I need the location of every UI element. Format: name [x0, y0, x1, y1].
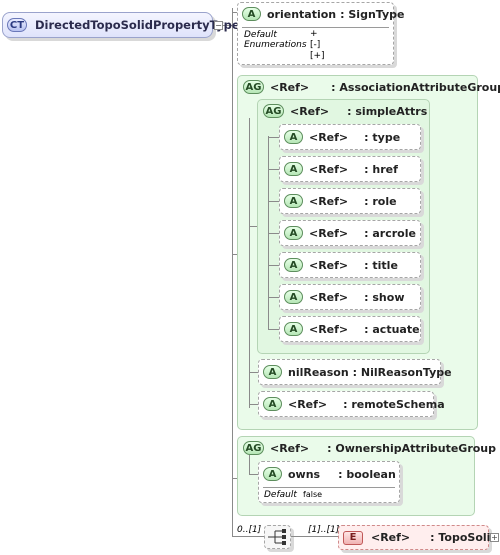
sequence-cardinality: 0..[1] [237, 525, 262, 535]
connector-tick [249, 404, 258, 405]
attribute-group-badge-icon: AG [243, 441, 264, 455]
facet-label-default: Default [244, 30, 277, 40]
connector-simple-spine [268, 136, 269, 329]
nil-reason-type: : NilReasonType [352, 365, 452, 379]
ownership-group-type: : OwnershipAttributeGroup [327, 441, 497, 455]
attribute-badge-icon: A [284, 226, 303, 240]
connector-tick [268, 329, 279, 330]
attribute-role[interactable]: A <Ref> : role [279, 188, 421, 214]
association-group-ref: <Ref> [270, 80, 310, 94]
attribute-badge-icon: A [284, 130, 303, 144]
orientation-attribute[interactable]: A orientation : SignType Default + Enume… [237, 2, 405, 65]
connector-spine [232, 8, 233, 536]
attribute-badge-icon: A [263, 467, 282, 481]
attribute-arcrole[interactable]: A <Ref> : arcrole [279, 220, 421, 246]
connector-tick [268, 297, 279, 298]
nil-reason-attribute[interactable]: A nilReason : NilReasonType [258, 359, 452, 385]
attribute-type-label: : type [364, 130, 401, 144]
owns-name: owns [288, 467, 321, 481]
element-type: : TopoSolid [430, 531, 499, 544]
attribute-badge-icon: A [284, 290, 303, 304]
orientation-name: orientation [267, 7, 337, 21]
remote-schema-type: : remoteSchema [343, 397, 445, 411]
facet-value-default: false [303, 490, 323, 499]
attribute-ref: <Ref> [309, 258, 349, 272]
attribute-title[interactable]: A <Ref> : title [279, 252, 421, 278]
attribute-type-label: : actuate [364, 322, 420, 336]
remote-schema-ref: <Ref> [288, 397, 328, 411]
attribute-ref: <Ref> [309, 290, 349, 304]
attribute-type-label: : role [364, 194, 397, 208]
connector-ownership-spine [249, 455, 250, 474]
complex-type-node[interactable]: CT DirectedTopoSolidPropertyType [2, 12, 240, 38]
connector-association-spine [249, 118, 250, 408]
element-ref: <Ref> [371, 531, 411, 544]
facet-value-expand[interactable]: [+] [310, 51, 325, 61]
facet-label-default: Default [264, 490, 297, 500]
connector-orientation [232, 12, 240, 13]
element-cardinality: [1]..[1] [308, 525, 340, 535]
connector-tick [268, 137, 279, 138]
connector-tick [268, 201, 279, 202]
attribute-type-label: : href [364, 162, 398, 176]
sequence-compositor[interactable] [264, 525, 291, 549]
owns-type: : boolean [338, 467, 396, 481]
collapse-icon[interactable]: − [214, 21, 223, 30]
remote-schema-attribute[interactable]: A <Ref> : remoteSchema [258, 391, 445, 417]
attribute-href[interactable]: A <Ref> : href [279, 156, 421, 182]
attribute-ref: <Ref> [309, 130, 349, 144]
element-badge-icon: E [343, 530, 363, 545]
connector-association [232, 254, 240, 255]
attribute-type-label: : title [364, 258, 398, 272]
connector-ownership [232, 478, 240, 479]
sequence-icon [268, 529, 286, 545]
ownership-group-ref: <Ref> [270, 441, 310, 455]
simple-attrs-ref: <Ref> [290, 104, 330, 118]
connector-tick [268, 265, 279, 266]
facet-value-default: + [310, 29, 318, 39]
connector-tick [249, 372, 258, 373]
attribute-badge-icon: A [284, 258, 303, 272]
connector-sequence [232, 536, 264, 537]
attribute-actuate[interactable]: A <Ref> : actuate [279, 316, 421, 342]
attribute-badge-icon: A [284, 162, 303, 176]
orientation-type: : SignType [340, 7, 405, 21]
attribute-ref: <Ref> [309, 322, 349, 336]
attribute-ref: <Ref> [309, 194, 349, 208]
association-group-type: : AssociationAttributeGroup [331, 80, 500, 94]
attribute-ref: <Ref> [309, 162, 349, 176]
attribute-type-label: : arcrole [364, 226, 416, 240]
owns-attribute[interactable]: A owns : boolean Default false [258, 461, 400, 503]
attribute-group-badge-icon: AG [243, 80, 264, 94]
connector-root [215, 25, 233, 26]
topo-solid-element[interactable]: E <Ref> : TopoSolid [338, 525, 498, 550]
connector-tick [268, 169, 279, 170]
attribute-group-badge-icon: AG [263, 104, 284, 118]
complex-type-badge-icon: CT [7, 18, 27, 32]
expand-icon[interactable]: + [490, 533, 499, 542]
attribute-badge-icon: A [263, 397, 282, 411]
attribute-show[interactable]: A <Ref> : show [279, 284, 421, 310]
attribute-badge-icon: A [242, 7, 261, 21]
nil-reason-name: nilReason [288, 365, 349, 379]
connector-tick [268, 233, 279, 234]
attribute-type[interactable]: A <Ref> : type [279, 124, 421, 150]
facet-value-enumerations[interactable]: [-] [310, 40, 321, 50]
attribute-badge-icon: A [263, 365, 282, 379]
connector-simple-attrs [249, 226, 257, 227]
facet-label-enumerations: Enumerations [244, 40, 307, 50]
attribute-ref: <Ref> [309, 226, 349, 240]
attribute-type-label: : show [364, 290, 405, 304]
attribute-badge-icon: A [284, 322, 303, 336]
connector-tick [249, 474, 258, 475]
connector-sequence-element [291, 536, 338, 537]
simple-attrs-type: : simpleAttrs [347, 104, 428, 118]
attribute-badge-icon: A [284, 194, 303, 208]
complex-type-name: DirectedTopoSolidPropertyType [35, 18, 240, 32]
